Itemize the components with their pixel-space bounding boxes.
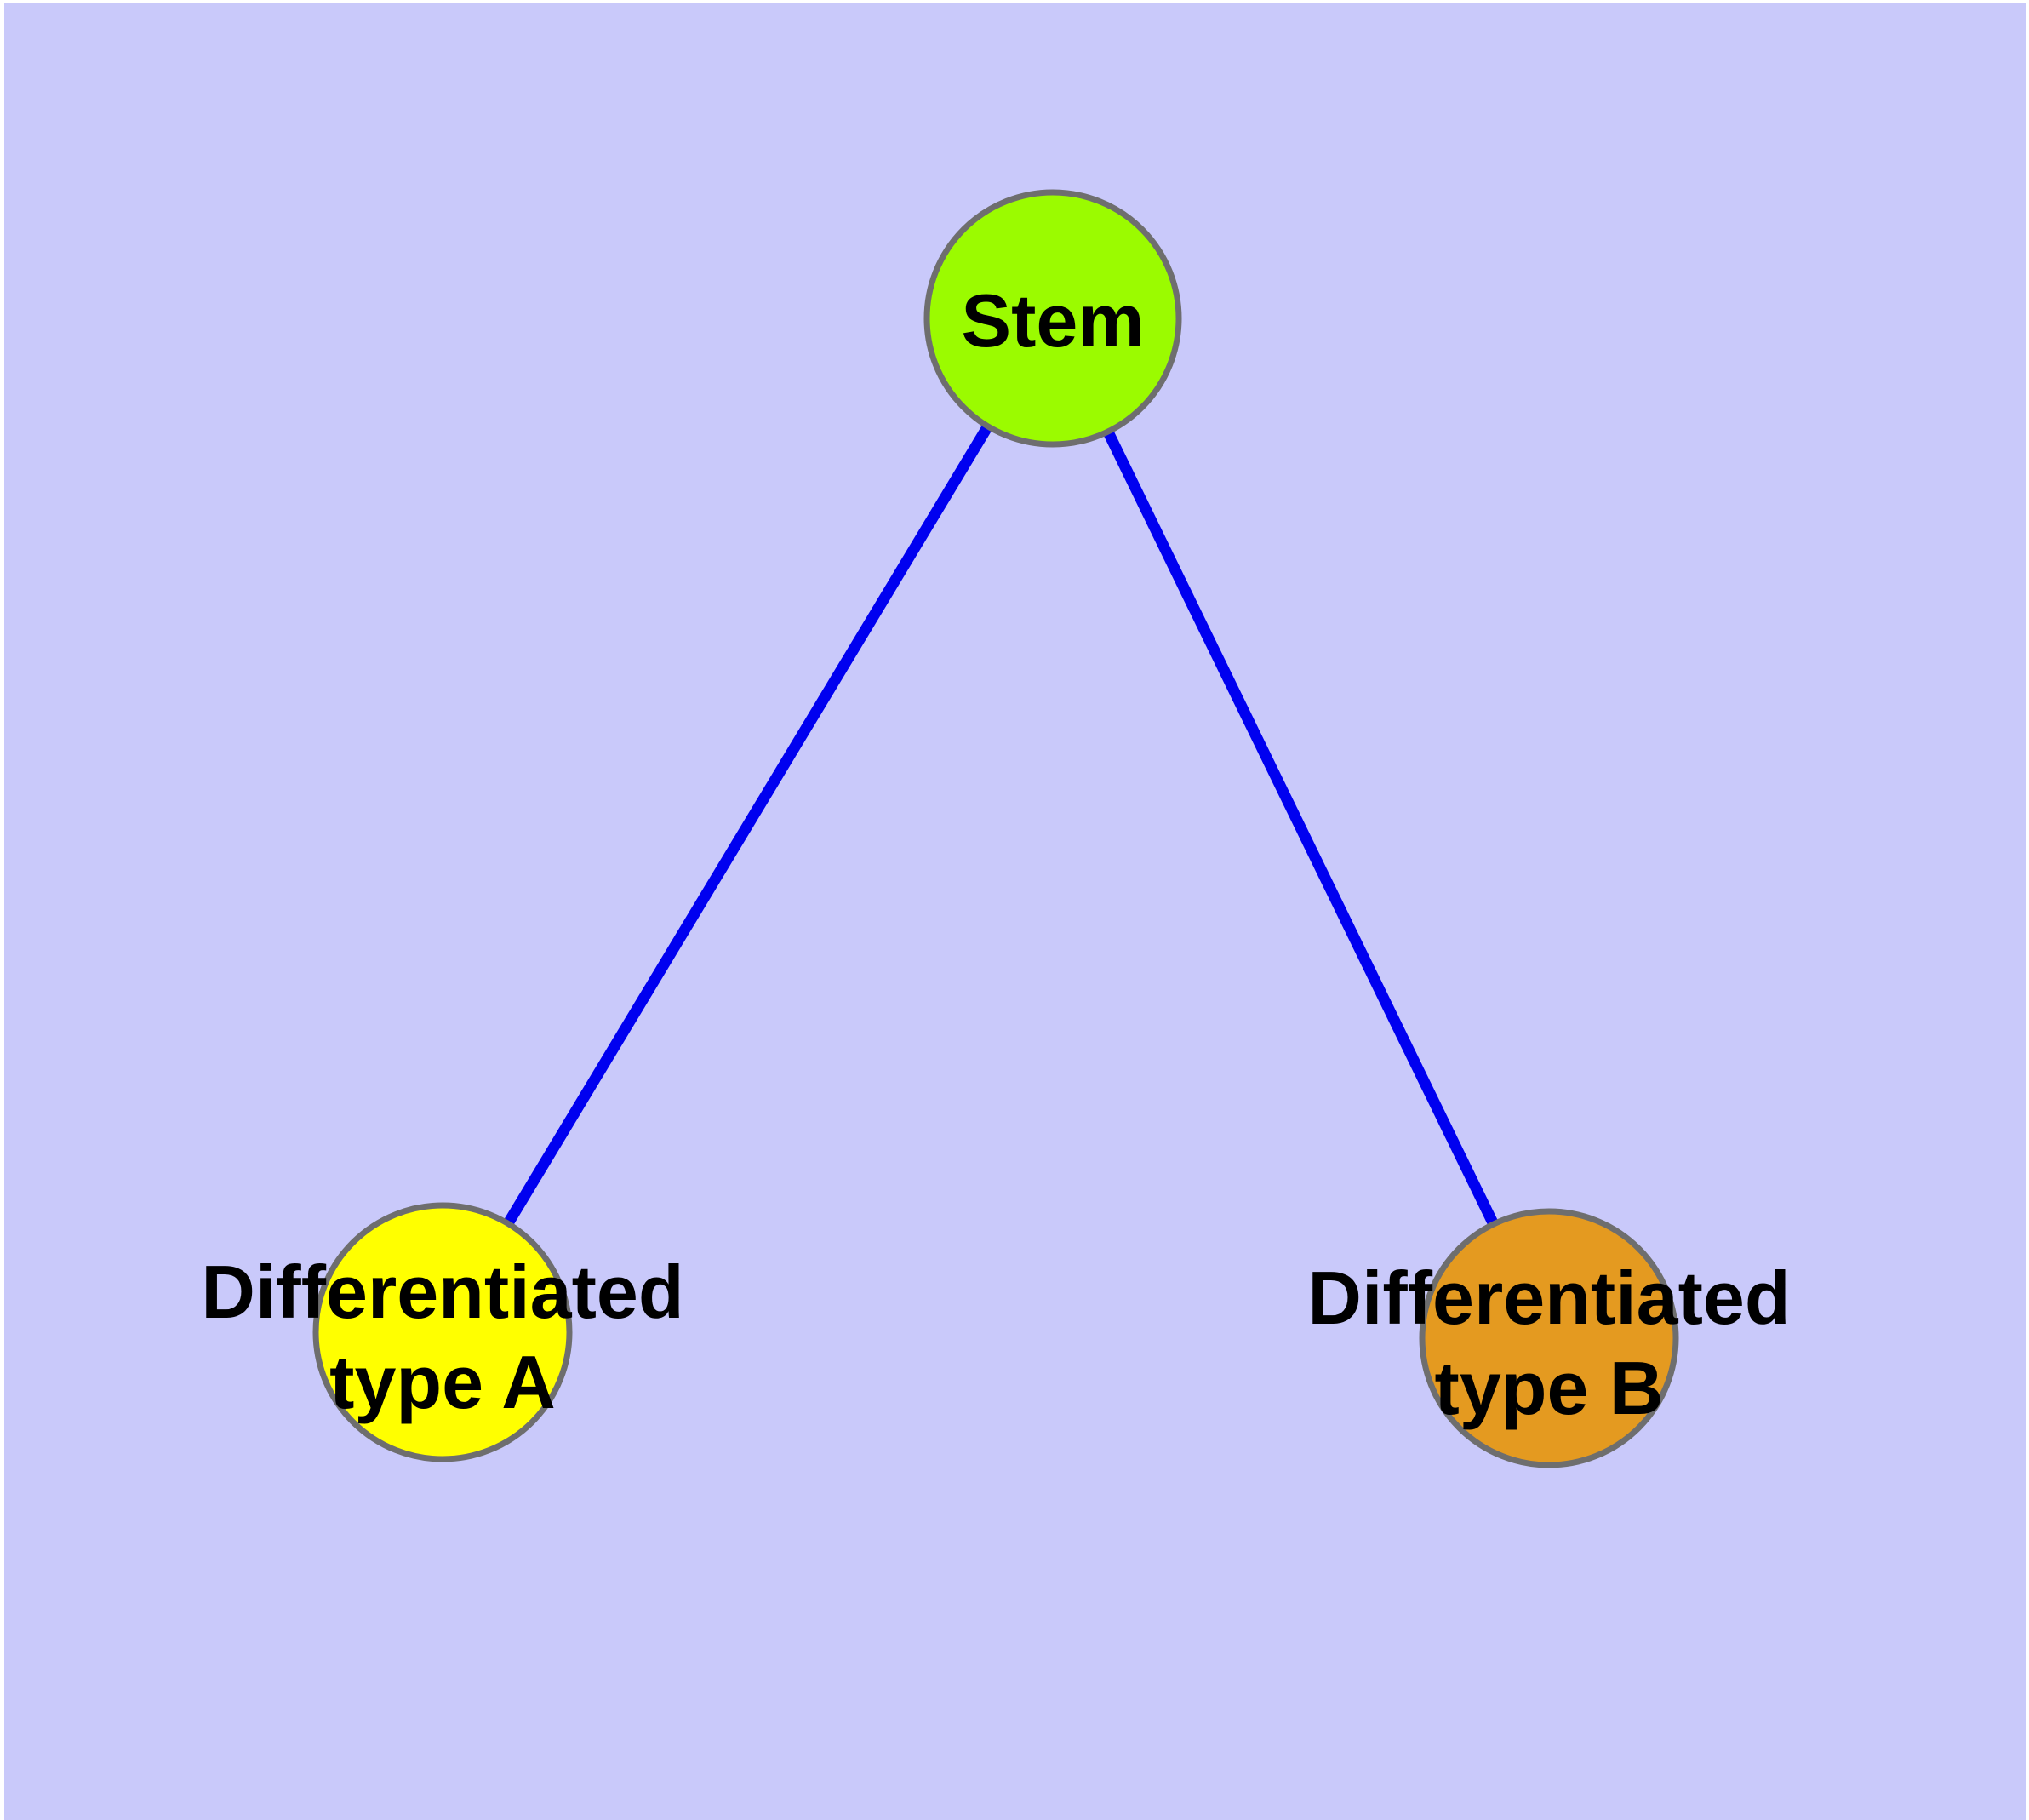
node-differentiated-type-a-circle	[312, 1202, 573, 1462]
edge-stem-to-type-b	[1048, 316, 1554, 1341]
node-differentiated-type-b-label-line1: Differentiated	[1307, 1256, 1790, 1340]
edge-stem-to-type-a	[437, 315, 1058, 1336]
node-stem-circle	[923, 189, 1182, 448]
node-differentiated-type-a-label-line1: Differentiated	[201, 1250, 683, 1334]
node-stem-label: Stem	[961, 278, 1144, 363]
node-differentiated-type-b: Differentiated type B	[1307, 1208, 1791, 1468]
node-differentiated-type-b-circle	[1419, 1208, 1679, 1468]
node-stem: Stem	[923, 189, 1182, 448]
node-differentiated-type-a-label-line2: type A	[329, 1340, 556, 1424]
node-differentiated-type-b-label-line2: type B	[1435, 1346, 1664, 1430]
node-differentiated-type-a: Differentiated type A	[201, 1202, 684, 1462]
edge-layer	[437, 315, 1554, 1341]
